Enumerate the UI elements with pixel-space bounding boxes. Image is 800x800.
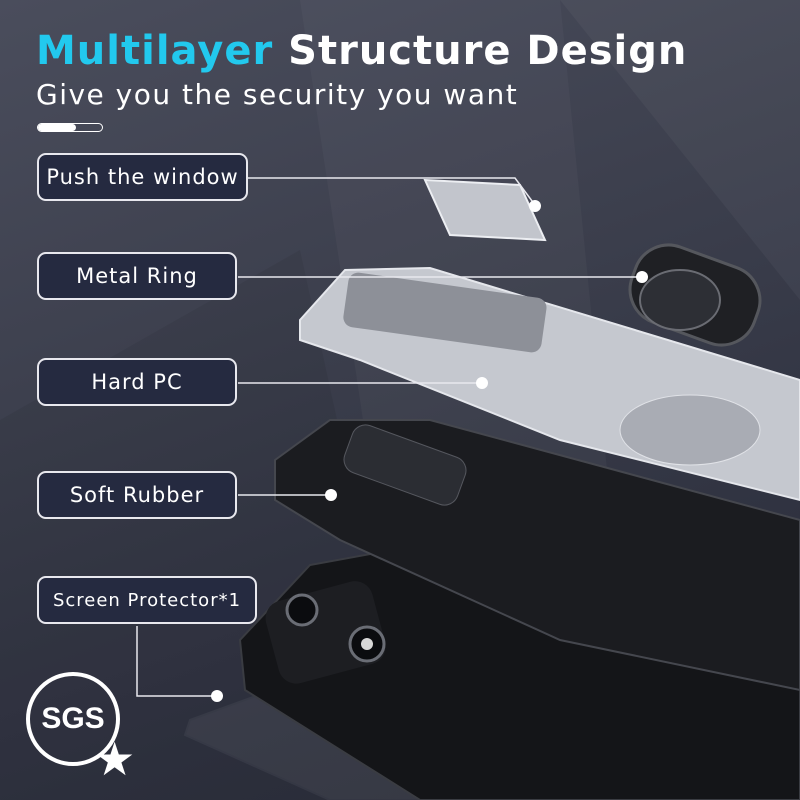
label-soft-rubber: Soft Rubber bbox=[37, 471, 237, 519]
case-camera-cutout bbox=[343, 424, 467, 506]
label-hard-pc: Hard PC bbox=[37, 358, 237, 406]
title-rest: Structure Design bbox=[288, 28, 688, 74]
metal-ring-holder bbox=[628, 243, 762, 347]
leader-lines bbox=[136, 177, 640, 697]
phone-body bbox=[238, 543, 800, 800]
page-subtitle: Give you the security you want bbox=[36, 78, 519, 111]
sgs-badge: SGS bbox=[26, 672, 120, 766]
pc-camera-window bbox=[343, 272, 547, 353]
title-highlight: Multilayer bbox=[36, 28, 274, 74]
label-metal-ring: Metal Ring bbox=[37, 252, 237, 300]
page-title: Multilayer Structure Design bbox=[36, 28, 687, 74]
progress-bar bbox=[37, 123, 103, 132]
star-icon: ★ bbox=[94, 732, 136, 786]
camera-lens bbox=[285, 593, 319, 627]
leader-dots bbox=[211, 200, 648, 702]
progress-fill bbox=[38, 124, 77, 131]
label-screen-protector: Screen Protector*1 bbox=[37, 576, 257, 624]
ring-mount bbox=[619, 394, 761, 466]
label-push-window: Push the window bbox=[37, 153, 248, 201]
push-window-slider bbox=[423, 178, 547, 242]
